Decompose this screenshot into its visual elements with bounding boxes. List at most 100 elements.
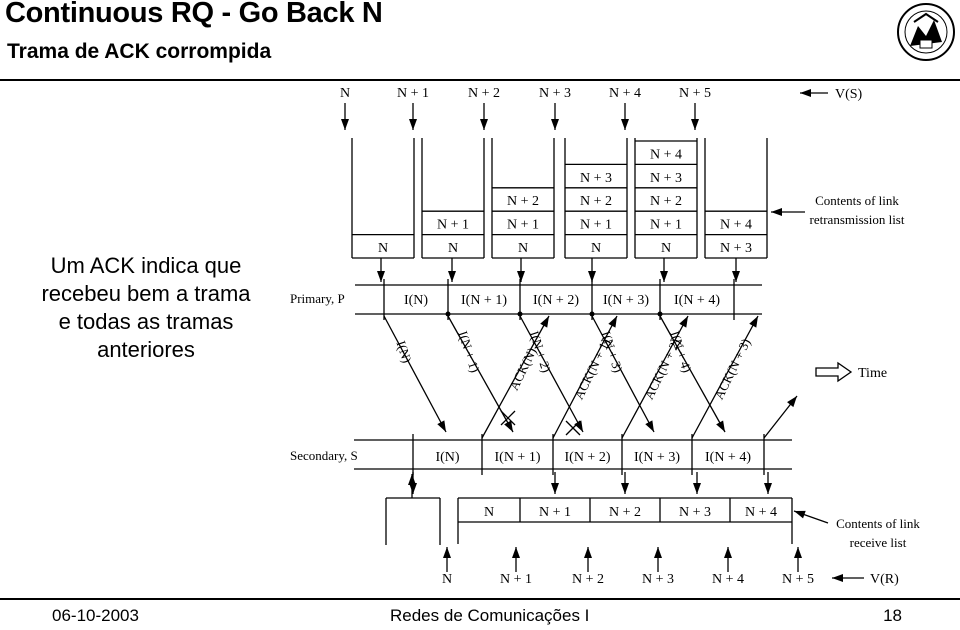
slide-subtitle: Trama de ACK corrompida: [7, 40, 272, 63]
ack-arrow-label: ACK(N + 2): [641, 336, 683, 402]
retrans-title: retransmission list: [810, 212, 905, 227]
primary-frame-label: I(N): [404, 293, 428, 308]
frame-arrow-label: I(N): [394, 339, 415, 365]
secondary-to-receive-arrow: [551, 472, 559, 494]
retrans-entry: N + 1: [650, 218, 682, 233]
vr-arrow: [794, 547, 802, 572]
bucket-to-primary-arrow: [448, 258, 456, 282]
retrans-title-arrow: [771, 208, 805, 216]
vs-label: N + 3: [539, 86, 571, 101]
time-label: Time: [858, 366, 887, 381]
university-logo: [897, 3, 955, 61]
retrans-entry: N + 3: [580, 171, 612, 186]
retrans-entry: N: [378, 241, 388, 256]
secondary-frame-label: I(N + 2): [565, 450, 611, 465]
primary-frame-label: I(N + 1): [461, 293, 507, 308]
vr-label: N + 3: [642, 572, 674, 587]
secondary-to-receive-arrow: [693, 472, 701, 494]
side-note-line: recebeu bem a trama: [41, 281, 251, 306]
receive-title: Contents of link: [836, 516, 920, 531]
time-arrow: [815, 361, 853, 383]
side-note-line: anteriores: [97, 337, 195, 362]
receive-entry: N + 4: [745, 505, 777, 520]
receive-entry: N: [484, 505, 494, 520]
ack-receipt-dot: [657, 311, 663, 317]
secondary-frame-label: I(N + 3): [634, 450, 680, 465]
receive-entry: N + 2: [609, 505, 641, 520]
ack-receipt-dot: [589, 311, 595, 317]
retrans-entry: N + 1: [580, 218, 612, 233]
vs-arrow: [551, 103, 559, 130]
vs-arrow: [621, 103, 629, 130]
vs-label: N + 2: [468, 86, 500, 101]
footer-rule: [0, 598, 960, 600]
ack-arrow-label: ACK(N + 1): [571, 336, 613, 402]
vr-title: V(R): [870, 572, 899, 587]
side-note-line: e todas as tramas: [58, 309, 234, 334]
vr-arrow: [584, 547, 592, 572]
vs-label: N + 1: [397, 86, 429, 101]
retrans-entry: N + 3: [720, 241, 752, 256]
corruption-mark: [500, 410, 516, 426]
vr-label: N + 4: [712, 572, 744, 587]
secondary-frame-label: I(N + 1): [495, 450, 541, 465]
ack-arrow: [621, 315, 689, 439]
bucket-to-primary-arrow: [660, 258, 668, 282]
primary-label: Primary, P: [290, 291, 345, 306]
retrans-entry: N + 4: [650, 147, 682, 162]
vs-label: N: [340, 86, 350, 101]
retrans-entry: N: [448, 241, 458, 256]
vr-label: N + 1: [500, 572, 532, 587]
primary-frame-label: I(N + 4): [674, 293, 720, 308]
retrans-entry: N: [661, 241, 671, 256]
primary-frame-label: I(N + 2): [533, 293, 579, 308]
vr-arrow: [512, 547, 520, 572]
vr-label: N: [442, 572, 452, 587]
frame-arrow-label: I(N + 1): [455, 329, 482, 374]
footer-date: 06-10-2003: [52, 606, 139, 625]
secondary-frame-label: I(N + 4): [705, 450, 751, 465]
vr-arrow: [654, 547, 662, 572]
secondary-up-arrow: [408, 474, 416, 498]
retrans-title: Contents of link: [815, 193, 899, 208]
vr-label: N + 2: [572, 572, 604, 587]
retrans-entry: N + 2: [650, 194, 682, 209]
vr-pointer-arrow: [832, 574, 864, 582]
frame-arrow: [591, 315, 655, 433]
vs-label: N + 5: [679, 86, 711, 101]
receive-entry: N + 1: [539, 505, 571, 520]
footer-course: Redes de Comunicações I: [390, 606, 590, 625]
secondary-label: Secondary, S: [290, 448, 358, 463]
retrans-entry: N + 4: [720, 218, 752, 233]
retrans-entry: N + 1: [507, 218, 539, 233]
vs-arrow: [691, 103, 699, 130]
ack-arrow: [691, 315, 759, 439]
ack-arrow: [552, 315, 618, 439]
ack-arrow: [481, 315, 550, 439]
ack-arrow-label: ACK(N): [506, 345, 539, 392]
retrans-entry: N + 2: [507, 194, 539, 209]
bucket-to-primary-arrow: [517, 258, 525, 282]
retrans-entry: N + 3: [650, 171, 682, 186]
bucket-to-primary-arrow: [732, 258, 740, 282]
frame-arrow: [659, 315, 726, 433]
vs-arrow: [341, 103, 349, 130]
bucket-to-primary-arrow: [588, 258, 596, 282]
secondary-to-receive-arrow: [621, 472, 629, 494]
receive-entry: N + 3: [679, 505, 711, 520]
ack-receipt-dot: [517, 311, 523, 317]
frame-arrow: [383, 315, 447, 433]
vs-arrow: [409, 103, 417, 130]
side-note: Um ACK indica que recebeu bem a trama e …: [8, 252, 284, 364]
bucket-to-primary-arrow: [377, 258, 385, 282]
side-note-line: Um ACK indica que: [50, 253, 242, 278]
secondary-to-receive-arrow: [764, 472, 772, 494]
vs-pointer-arrow: [800, 89, 828, 97]
vr-label: N + 5: [782, 572, 814, 587]
vs-arrow: [480, 103, 488, 130]
receive-title: receive list: [850, 535, 907, 550]
vr-arrow: [443, 547, 451, 572]
footer-page-number: 18: [883, 606, 902, 625]
frame-arrow: [519, 315, 584, 433]
